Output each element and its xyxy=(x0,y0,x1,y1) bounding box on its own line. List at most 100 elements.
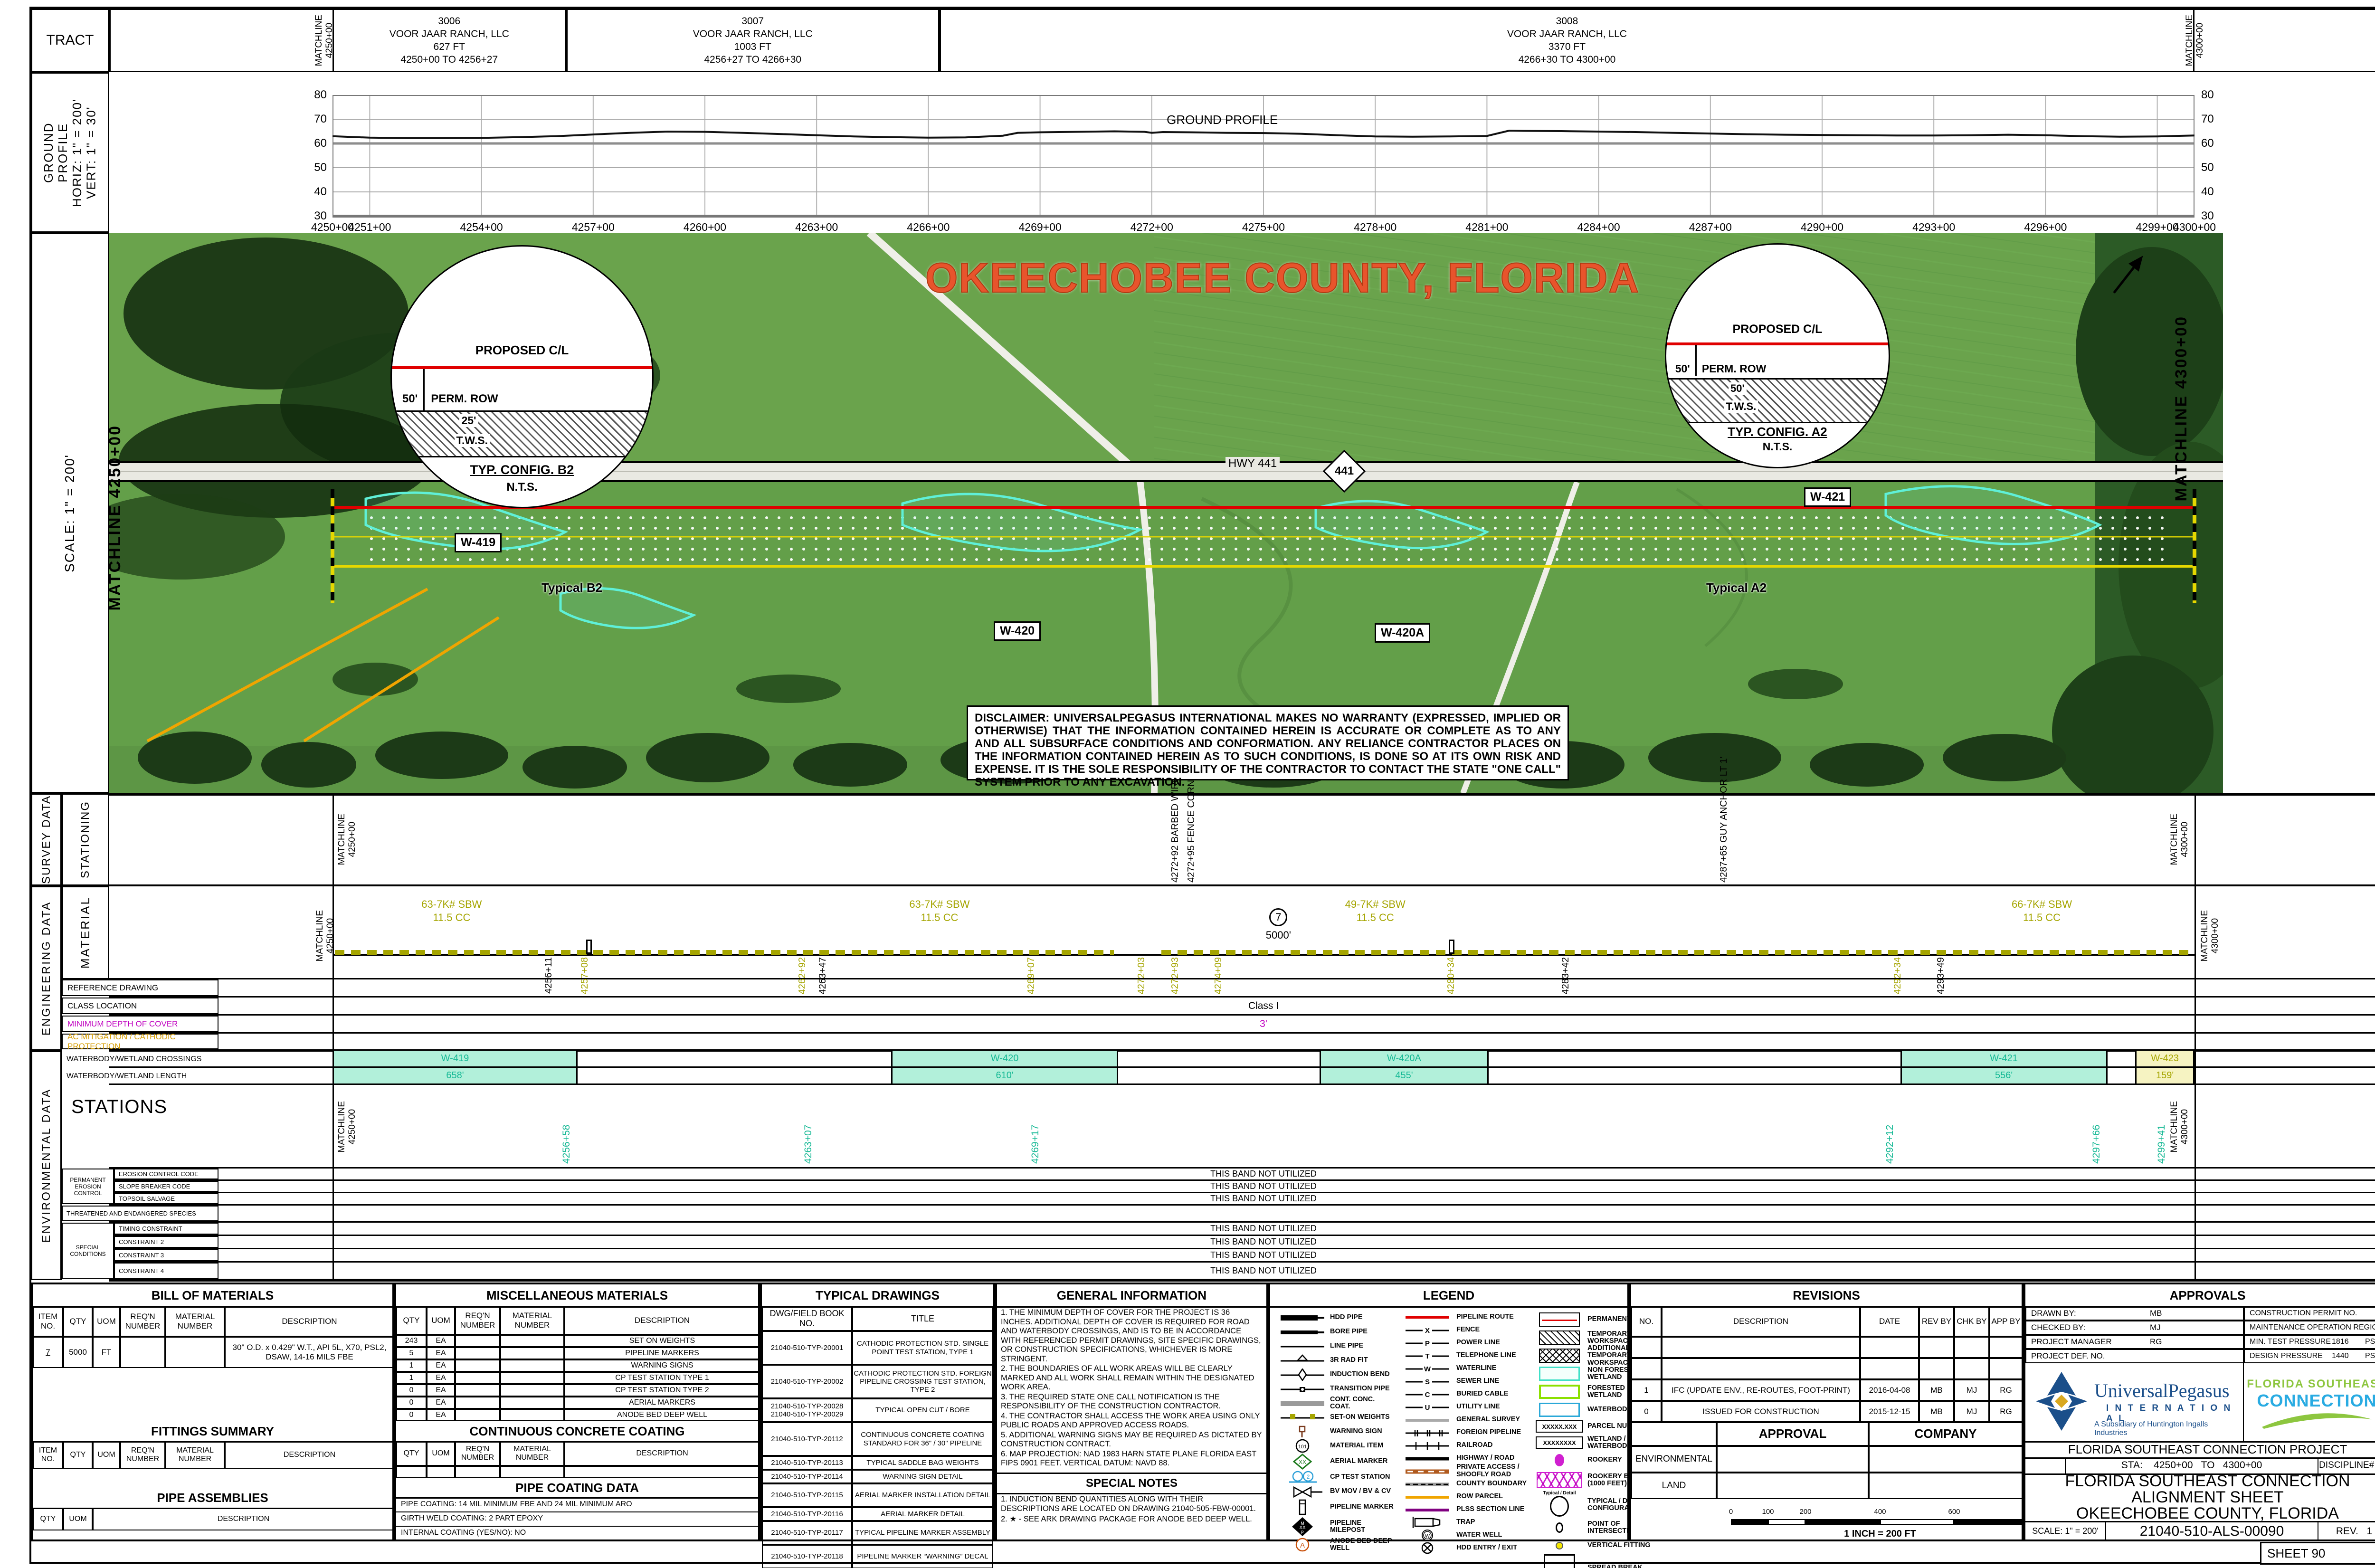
fittings-header: REQ'N NUMBER xyxy=(120,1441,165,1469)
band-divider xyxy=(109,1083,2375,1085)
misc-row xyxy=(455,1372,500,1384)
misc-row: 243 xyxy=(396,1335,427,1347)
material-spec: 66-7K# SBW xyxy=(2011,898,2072,910)
legend-label: SEWER LINE xyxy=(1456,1377,1500,1385)
band-row-label: TIMING CONSTRAINT xyxy=(114,1223,218,1235)
point-intersection-icon xyxy=(1556,1522,1563,1533)
rev-header: REV BY xyxy=(1919,1306,1954,1337)
scale-segment xyxy=(1731,1519,1768,1525)
survey-callout: 4272+92 BARBED WIRE FENCE xyxy=(1169,741,1180,883)
svg-text:T: T xyxy=(1425,1352,1429,1360)
rev-row: 2016-04-08 xyxy=(1860,1379,1919,1401)
general-note: 1. THE MINIMUM DEPTH OF COVER FOR THE PR… xyxy=(1001,1308,1261,1363)
rookery-buffer-icon xyxy=(1537,1472,1582,1488)
set-on-weights-dashes xyxy=(335,950,1114,955)
rev-row xyxy=(1631,1337,1662,1358)
legend-symbol: U xyxy=(1401,1401,1454,1413)
rev-number: REV. 1 xyxy=(2336,1525,2373,1537)
circle-cl-line xyxy=(392,366,652,370)
fsc-swoosh-icon xyxy=(2262,1413,2372,1429)
general-notes: 1. THE MINIMUM DEPTH OF COVER FOR THE PR… xyxy=(1001,1308,1263,1471)
legend-item: FOREIGN PIPELINE xyxy=(1401,1426,1528,1438)
legend-label: FOREIGN PIPELINE xyxy=(1456,1428,1521,1436)
approvals-right-row: CONSTRUCTION PERMIT NO. xyxy=(2244,1306,2375,1321)
legend-symbol: Typical / Detail xyxy=(1534,1491,1585,1518)
y-axis-tick-right: 40 xyxy=(2201,185,2214,198)
ccc-row xyxy=(564,1466,760,1478)
matchline-text: MATCHLINE 4250+00 xyxy=(337,1101,357,1153)
y-axis-tick: 80 xyxy=(314,88,327,101)
rev-row: ISSUED FOR CONSTRUCTION xyxy=(1662,1401,1860,1422)
typ-row: TYPICAL PIPELINE MARKER ASSEMBLY xyxy=(852,1521,993,1545)
special-notes: 1. INDUCTION BEND QUANTITIES ALONG WITH … xyxy=(1001,1494,1263,1525)
svg-text:XX: XX xyxy=(1299,1459,1306,1465)
legend-symbol: P xyxy=(1401,1337,1454,1349)
workspace-dots xyxy=(361,514,2166,567)
add-temp-workspace-icon xyxy=(1539,1349,1580,1363)
approvals-label: MIN. TEST PRESSURE xyxy=(2250,1338,2331,1346)
non-forested-wetland-icon xyxy=(1539,1367,1580,1381)
pipe-coating-line: PIPE COATING: 14 MIL MINIMUM FBE AND 24 … xyxy=(396,1497,758,1512)
not-utilized-text: THIS BAND NOT UTILIZED xyxy=(1210,1194,1317,1203)
legend-item: GENERAL SURVEY xyxy=(1401,1414,1528,1425)
legend-item: HDD ENTRY / EXIT xyxy=(1401,1542,1528,1554)
crossings-label: WATERBODY/WETLAND CROSSINGS xyxy=(62,1052,223,1066)
misc-row: EA xyxy=(427,1335,455,1347)
env-station-callout: 4297+66 xyxy=(2090,1124,2102,1164)
typical-config-b2-detail: PROPOSED C/L 50' PERM. ROW 25' T.W.S. TY… xyxy=(390,245,654,508)
x-axis-tick: 4251+00 xyxy=(348,221,391,233)
legend-symbol xyxy=(1534,1365,1585,1382)
rev-row: MJ xyxy=(1954,1401,1989,1422)
legend-label: RAILROAD xyxy=(1456,1441,1493,1449)
profile-plot: GROUND PROFILE xyxy=(332,95,2194,218)
legend-item: HDD PIPE xyxy=(1279,1311,1396,1324)
legend-label: WATERBODY xyxy=(1587,1406,1632,1414)
legend-label: SPREAD BREAK xyxy=(1587,1564,1643,1568)
general-note: 2. THE BOUNDARIES OF ALL WORK AREAS WILL… xyxy=(1001,1364,1254,1391)
typ-row: 21040-510-TYP-20117 xyxy=(762,1521,852,1545)
legend-item: PRIVATE ACCESS / SHOOFLY ROAD xyxy=(1401,1463,1528,1478)
legend-item: RAILROAD xyxy=(1401,1439,1528,1451)
approvals-label: CHECKED BY: xyxy=(2031,1323,2086,1332)
legend-item: TRANSITION PIPE xyxy=(1279,1382,1396,1396)
rev-row xyxy=(1919,1358,1954,1379)
band-edge xyxy=(2194,793,2196,1279)
y-axis-tick: 60 xyxy=(314,137,327,150)
general-note: 3. THE REQUIRED STATE ONE CALL NOTIFICAT… xyxy=(1001,1392,1221,1411)
rev-header: CHK BY xyxy=(1954,1306,1989,1337)
legend-item: NON FORESTED WETLAND xyxy=(1534,1365,1654,1382)
crossing-name: W-419 xyxy=(332,1051,578,1066)
band-row-label: CLASS LOCATION xyxy=(62,998,218,1014)
x-axis-tick: 4284+00 xyxy=(1577,221,1620,233)
general-note: 6. MAP PROJECTION: NAD 1983 HARN STATE P… xyxy=(1001,1449,1256,1468)
legend-symbol xyxy=(1279,1340,1326,1353)
bom-row: FT xyxy=(93,1337,120,1368)
band-divider xyxy=(109,1279,2375,1282)
crossing-name: W-420 xyxy=(891,1051,1119,1066)
special-notes-title: SPECIAL NOTES xyxy=(997,1473,1266,1494)
approvals-value: RG xyxy=(2150,1337,2162,1346)
length-label: WATERBODY/WETLAND LENGTH xyxy=(62,1069,223,1083)
band-divider xyxy=(109,1049,2375,1052)
legend-symbol: X xyxy=(1401,1324,1454,1336)
perm-row-dim: 50' xyxy=(402,392,418,405)
ccc-row xyxy=(455,1466,500,1478)
misc-row: WARNING SIGNS xyxy=(564,1359,760,1372)
general-note: 4. THE CONTRACTOR SHALL ACCESS THE WORK … xyxy=(1001,1411,1260,1430)
ccc-header: REQ'N NUMBER xyxy=(455,1441,500,1466)
misc-header: DESCRIPTION xyxy=(564,1306,760,1335)
section-title: TYPICAL DRAWINGS xyxy=(762,1284,993,1308)
tract-length: 3370 FT xyxy=(1548,41,1586,52)
rev-row: MJ xyxy=(1954,1379,1989,1401)
rev-row xyxy=(1954,1337,1989,1358)
legend-item: COUNTY BOUNDARY xyxy=(1401,1478,1528,1490)
legend-symbol xyxy=(1279,1325,1326,1339)
not-utilized-text: THIS BAND NOT UTILIZED xyxy=(1210,1224,1317,1233)
legend-symbol xyxy=(1401,1439,1454,1451)
legend-symbol xyxy=(1279,1354,1326,1367)
